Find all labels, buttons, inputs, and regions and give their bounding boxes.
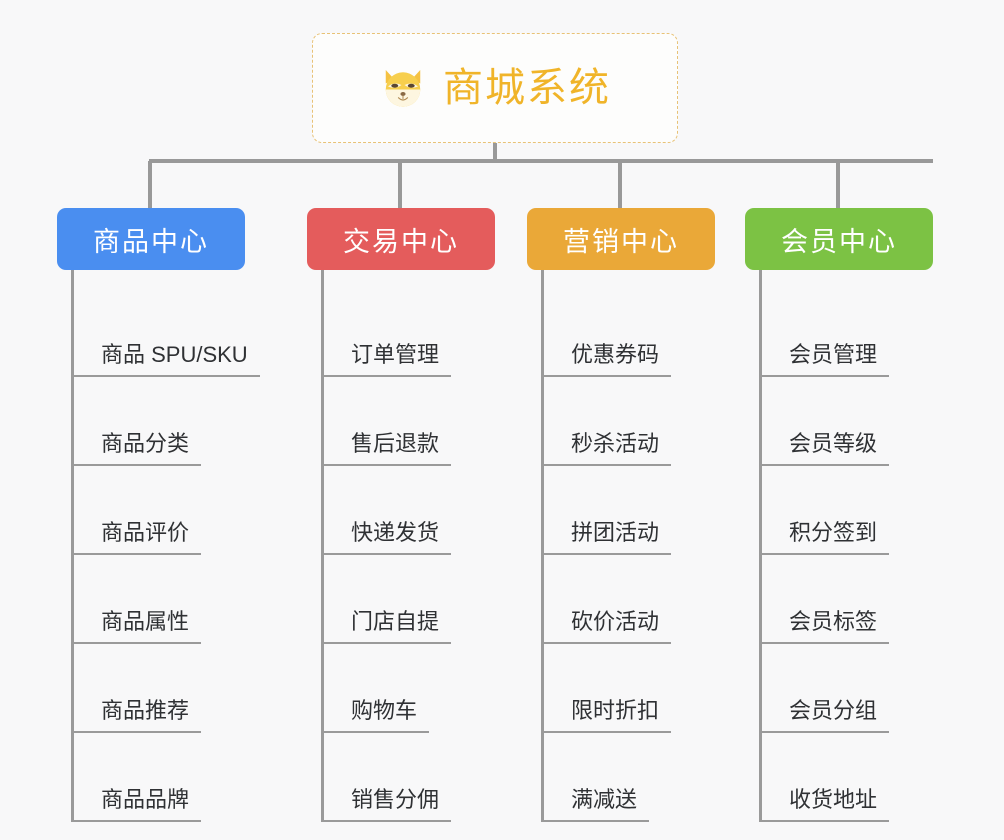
leaf-label: 会员标签 (759, 608, 890, 644)
list-item[interactable]: 购物车 (307, 644, 495, 733)
list-item[interactable]: 会员管理 (745, 288, 933, 377)
leaf-label: 购物车 (321, 697, 430, 733)
leaf-label: 商品属性 (71, 608, 202, 644)
category-connector-3 (836, 161, 840, 208)
list-item[interactable]: 商品评价 (57, 466, 245, 555)
list-item[interactable]: 门店自提 (307, 555, 495, 644)
list-item[interactable]: 商品品牌 (57, 733, 245, 822)
list-item[interactable]: 会员标签 (745, 555, 933, 644)
list-item[interactable]: 快递发货 (307, 466, 495, 555)
child-spine-3 (759, 270, 762, 822)
leaf-label: 满减送 (541, 786, 650, 822)
list-item[interactable]: 订单管理 (307, 288, 495, 377)
list-item[interactable]: 会员等级 (745, 377, 933, 466)
leaf-label: 积分签到 (759, 519, 890, 555)
list-item[interactable]: 收货地址 (745, 733, 933, 822)
leaf-label: 售后退款 (321, 430, 452, 466)
root-connector-stub (493, 143, 497, 163)
leaf-label: 销售分佣 (321, 786, 452, 822)
category-column-1: 交易中心 订单管理 售后退款 快递发货 门店自提 购物车 销售分佣 (307, 161, 495, 822)
list-item[interactable]: 优惠券码 (527, 288, 715, 377)
child-spine-0 (71, 270, 74, 822)
leaf-label: 拼团活动 (541, 519, 672, 555)
category-header-2[interactable]: 营销中心 (527, 208, 715, 270)
leaf-label: 门店自提 (321, 608, 452, 644)
leaf-label: 砍价活动 (541, 608, 672, 644)
category-column-2: 营销中心 优惠券码 秒杀活动 拼团活动 砍价活动 限时折扣 满减送 (527, 161, 715, 822)
leaf-label: 商品品牌 (71, 786, 202, 822)
list-item[interactable]: 会员分组 (745, 644, 933, 733)
list-item[interactable]: 商品推荐 (57, 644, 245, 733)
category-children-3: 会员管理 会员等级 积分签到 会员标签 会员分组 收货地址 (745, 270, 933, 822)
list-item[interactable]: 砍价活动 (527, 555, 715, 644)
list-item[interactable]: 积分签到 (745, 466, 933, 555)
leaf-label: 会员等级 (759, 430, 890, 466)
list-item[interactable]: 商品 SPU/SKU (57, 288, 260, 377)
list-item[interactable]: 拼团活动 (527, 466, 715, 555)
shiba-dog-emoji (385, 70, 421, 107)
category-label-0: 商品中心 (93, 226, 209, 257)
leaf-label: 收货地址 (759, 786, 890, 822)
list-item[interactable]: 商品分类 (57, 377, 245, 466)
leaf-label: 商品 SPU/SKU (71, 341, 260, 377)
leaf-label: 优惠券码 (541, 341, 672, 377)
category-label-1: 交易中心 (343, 226, 459, 257)
leaf-label: 秒杀活动 (541, 430, 672, 466)
branch-bus-line (149, 159, 933, 163)
category-header-3[interactable]: 会员中心 (745, 208, 933, 270)
category-connector-2 (618, 161, 622, 208)
leaf-label: 订单管理 (321, 341, 452, 377)
root-node[interactable]: 商城系统 (312, 33, 678, 143)
leaf-label: 限时折扣 (541, 697, 672, 733)
child-spine-2 (541, 270, 544, 822)
category-header-1[interactable]: 交易中心 (307, 208, 495, 270)
leaf-label: 会员管理 (759, 341, 890, 377)
category-connector-1 (398, 161, 402, 208)
root-title: 商城系统 (443, 66, 611, 110)
list-item[interactable]: 售后退款 (307, 377, 495, 466)
category-connector-0 (148, 161, 152, 208)
category-column-0: 商品中心 商品 SPU/SKU 商品分类 商品评价 商品属性 商品推荐 商品品牌 (57, 161, 260, 822)
leaf-label: 会员分组 (759, 697, 890, 733)
leaf-label: 商品评价 (71, 519, 202, 555)
list-item[interactable]: 商品属性 (57, 555, 245, 644)
leaf-label: 商品分类 (71, 430, 202, 466)
category-header-0[interactable]: 商品中心 (57, 208, 245, 270)
category-column-3: 会员中心 会员管理 会员等级 积分签到 会员标签 会员分组 收货地址 (745, 161, 933, 822)
list-item[interactable]: 销售分佣 (307, 733, 495, 822)
child-spine-1 (321, 270, 324, 822)
category-label-3: 会员中心 (781, 226, 897, 257)
category-children-1: 订单管理 售后退款 快递发货 门店自提 购物车 销售分佣 (307, 270, 495, 822)
category-label-2: 营销中心 (563, 226, 679, 257)
leaf-label: 快递发货 (321, 519, 452, 555)
list-item[interactable]: 限时折扣 (527, 644, 715, 733)
category-children-0: 商品 SPU/SKU 商品分类 商品评价 商品属性 商品推荐 商品品牌 (57, 270, 260, 822)
list-item[interactable]: 秒杀活动 (527, 377, 715, 466)
leaf-label: 商品推荐 (71, 697, 202, 733)
list-item[interactable]: 满减送 (527, 733, 715, 822)
category-children-2: 优惠券码 秒杀活动 拼团活动 砍价活动 限时折扣 满减送 (527, 270, 715, 822)
